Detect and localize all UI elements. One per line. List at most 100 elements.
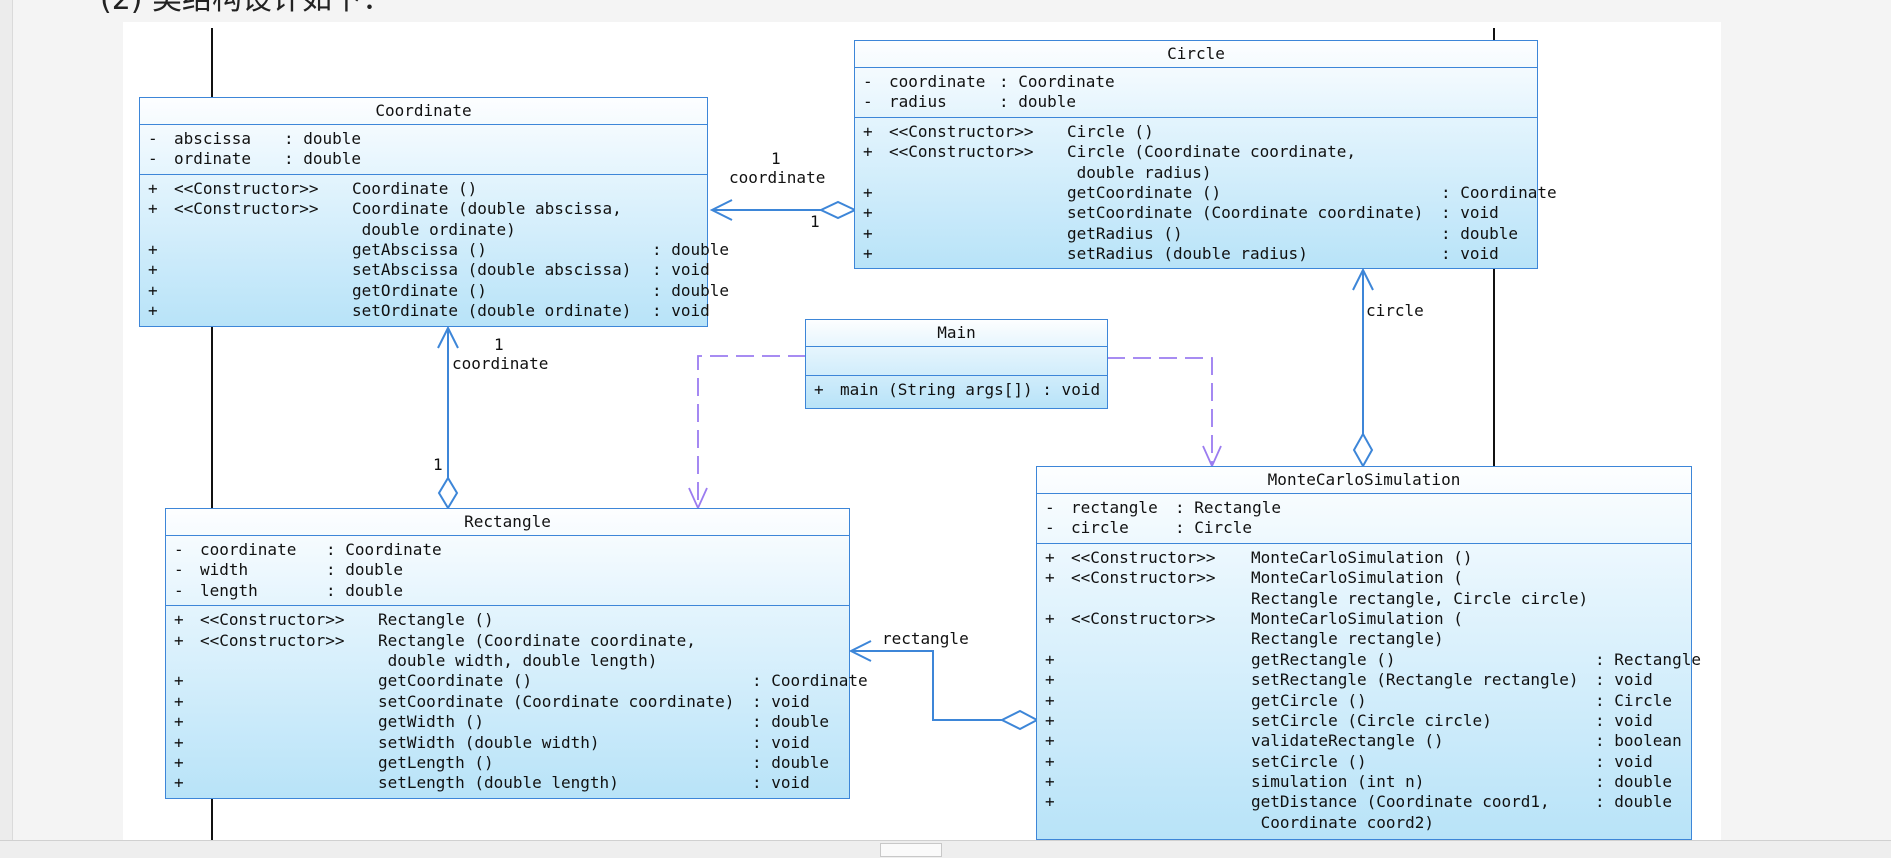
class-main[interactable]: Main+main (String args[]) : void — [805, 319, 1108, 409]
attribute-row[interactable]: -coordinate: Coordinate — [863, 72, 1537, 92]
operation-row[interactable]: +main (String args[]) : void — [814, 380, 1107, 400]
operation-row[interactable]: +getCircle (): Circle — [1045, 691, 1691, 711]
operation-signature: setCircle (Circle circle) — [1251, 710, 1492, 730]
operation-row[interactable]: +setAbscissa (double abscissa): void — [148, 260, 710, 280]
attribute-name: coordinate — [889, 72, 986, 91]
operation-row[interactable]: +setCoordinate (Coordinate coordinate): … — [863, 203, 1537, 223]
operation-row[interactable]: +setRectangle (Rectangle rectangle): voi… — [1045, 670, 1691, 690]
attribute-row[interactable]: -width: double — [174, 560, 849, 580]
stereotype-label: <<Constructor>> — [200, 610, 345, 630]
stereotype-label: <<Constructor>> — [174, 199, 319, 219]
operation-row[interactable]: double ordinate) — [148, 220, 707, 240]
operation-row[interactable]: +validateRectangle (): boolean — [1045, 731, 1691, 751]
stereotype-label — [200, 753, 378, 773]
lifeline-left — [211, 28, 213, 840]
operation-row[interactable]: Coordinate coord2) — [1045, 813, 1691, 833]
attribute-type: : double — [999, 92, 1077, 112]
operation-return-type: : void — [1441, 203, 1499, 223]
operation-row[interactable]: +getRadius (): double — [863, 224, 1537, 244]
multiplicity-label: 1 — [771, 149, 781, 168]
operation-row[interactable]: +<<Constructor>>Coordinate (double absci… — [148, 199, 707, 219]
horizontal-scrollbar[interactable] — [0, 840, 1891, 858]
operation-signature: setCircle () — [1251, 751, 1367, 771]
attribute-row[interactable]: -abscissa: double — [148, 129, 707, 149]
operation-signature: double radius) — [1067, 162, 1212, 182]
operation-row[interactable]: +getCoordinate (): Coordinate — [174, 671, 868, 691]
visibility-marker: - — [148, 129, 158, 148]
visibility-marker: - — [174, 540, 184, 559]
operation-signature: double width, double length) — [378, 650, 658, 670]
attribute-row[interactable]: -coordinate: Coordinate — [174, 540, 849, 560]
operation-section: +<<Constructor>>Rectangle ()+<<Construct… — [166, 606, 868, 798]
attribute-row[interactable]: -ordinate: double — [148, 149, 707, 169]
operation-row[interactable]: +getCoordinate (): Coordinate — [863, 183, 1557, 203]
attribute-row[interactable]: -circle: Circle — [1045, 518, 1691, 538]
operation-row[interactable]: +setCircle (): void — [1045, 752, 1691, 772]
operation-row[interactable]: +<<Constructor>>MonteCarloSimulation ( — [1045, 568, 1691, 588]
class-circle[interactable]: Circle-coordinate: Coordinate-radius: do… — [854, 40, 1557, 269]
operation-row[interactable]: +getLength (): double — [174, 753, 849, 773]
multiplicity-label: 1 — [810, 212, 820, 231]
operation-row[interactable]: +<<Constructor>>Rectangle () — [174, 610, 849, 630]
attribute-name: radius — [889, 92, 947, 112]
operation-signature: setRadius (double radius) — [1067, 244, 1308, 264]
stereotype-label — [889, 203, 1067, 223]
visibility-marker: + — [1045, 649, 1055, 669]
stereotype-label — [889, 224, 1067, 244]
class-rectangle[interactable]: Rectangle-coordinate: Coordinate-width: … — [165, 508, 868, 799]
operation-return-type: : double — [652, 239, 730, 259]
operation-row[interactable]: Rectangle rectangle, Circle circle) — [1045, 589, 1691, 609]
operation-row[interactable]: double width, double length) — [174, 651, 849, 671]
operation-row[interactable]: +setCoordinate (Coordinate coordinate): … — [174, 692, 849, 712]
operation-row[interactable]: +getWidth (): double — [174, 712, 849, 732]
operation-row[interactable]: +setWidth (double width): void — [174, 733, 849, 753]
stereotype-label: <<Constructor>> — [200, 630, 345, 650]
stereotype-label — [174, 281, 352, 301]
operation-row[interactable]: +<<Constructor>>MonteCarloSimulation ( — [1045, 609, 1691, 629]
aggregation-diamond — [1352, 431, 1374, 469]
operation-row[interactable]: +getDistance (Coordinate coord1,: double — [1045, 792, 1691, 812]
operation-row[interactable]: +setOrdinate (double ordinate): void — [148, 301, 710, 321]
operation-row[interactable]: +<<Constructor>>Rectangle (Coordinate co… — [174, 631, 849, 651]
aggregation-diamond — [999, 709, 1040, 731]
monte-rectangle-association — [848, 640, 1040, 731]
visibility-marker: - — [174, 580, 184, 600]
operation-row[interactable]: +<<Constructor>>MonteCarloSimulation () — [1045, 548, 1691, 568]
operation-row[interactable]: +simulation (int n): double — [1045, 772, 1691, 792]
attribute-section — [806, 347, 1107, 376]
aggregation-diamond — [818, 200, 858, 220]
attribute-row[interactable]: -radius: double — [863, 92, 1537, 112]
class-monte-carlo-simulation[interactable]: MonteCarloSimulation-rectangle: Rectangl… — [1036, 466, 1701, 840]
operation-row[interactable]: +<<Constructor>>Coordinate () — [148, 179, 707, 199]
operation-signature: getCoordinate () — [378, 671, 533, 691]
scrollbar-thumb[interactable] — [880, 843, 942, 857]
operation-row[interactable]: +setCircle (Circle circle): void — [1045, 711, 1691, 731]
operation-row[interactable]: +getOrdinate (): double — [148, 281, 729, 301]
operation-row[interactable]: +getAbscissa (): double — [148, 240, 729, 260]
visibility-marker: - — [1045, 498, 1055, 517]
attribute-row[interactable]: -length: double — [174, 581, 849, 601]
stereotype-label — [1071, 792, 1251, 812]
operation-row[interactable]: +<<Constructor>>Circle () — [863, 122, 1537, 142]
operation-section: +<<Constructor>>Coordinate ()+<<Construc… — [140, 175, 729, 326]
operation-row[interactable]: Rectangle rectangle) — [1045, 629, 1691, 649]
operation-row[interactable]: +setRadius (double radius): void — [863, 244, 1537, 264]
attribute-row[interactable]: -rectangle: Rectangle — [1045, 498, 1691, 518]
operation-signature: Circle (Coordinate coordinate, — [1067, 142, 1356, 162]
class-coordinate[interactable]: Coordinate-abscissa: double-ordinate: do… — [139, 97, 729, 327]
visibility-marker: + — [1045, 751, 1055, 771]
operation-return-type: : double — [752, 712, 830, 732]
operation-return-type: : void — [752, 691, 810, 711]
visibility-marker: + — [1045, 670, 1055, 690]
operation-row[interactable]: double radius) — [863, 163, 1537, 183]
visibility-marker: + — [863, 244, 873, 264]
visibility-marker: + — [1045, 547, 1055, 567]
operation-row[interactable]: +<<Constructor>>Circle (Coordinate coord… — [863, 142, 1537, 162]
operation-signature: getDistance (Coordinate coord1, — [1251, 792, 1550, 812]
stereotype-label — [1071, 691, 1251, 711]
visibility-marker: + — [174, 732, 184, 752]
role-label: rectangle — [882, 629, 969, 648]
operation-row[interactable]: +setLength (double length): void — [174, 773, 849, 793]
visibility-marker: + — [1045, 710, 1055, 730]
operation-row[interactable]: +getRectangle (): Rectangle — [1045, 649, 1701, 670]
